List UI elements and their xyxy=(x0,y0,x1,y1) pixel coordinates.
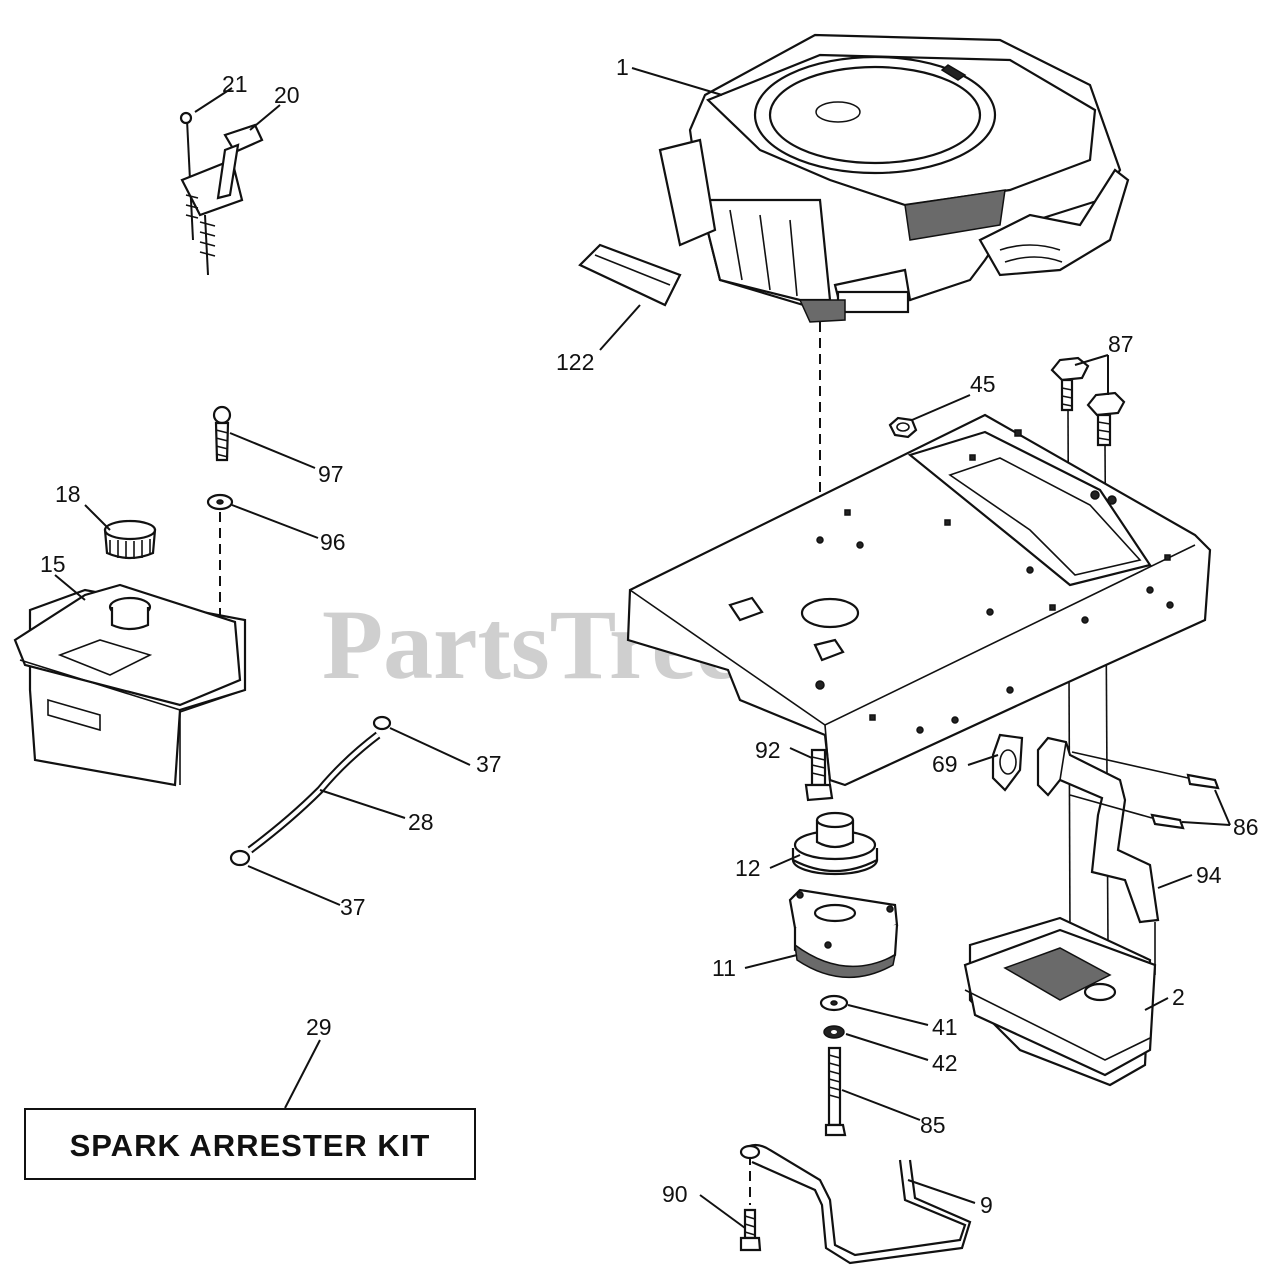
callout-97: 97 xyxy=(318,461,344,487)
bolt-part-92[interactable] xyxy=(804,748,834,802)
callout-28: 28 xyxy=(408,809,434,835)
callout-41: 41 xyxy=(932,1014,958,1040)
callout-92: 92 xyxy=(755,737,781,763)
callout-90: 90 xyxy=(662,1181,688,1207)
callout-2: 2 xyxy=(1172,984,1185,1010)
callout-11: 11 xyxy=(712,955,736,981)
spark-arrester-kit-label: SPARK ARRESTER KIT xyxy=(70,1128,431,1163)
callout-122: 122 xyxy=(556,349,594,375)
leader-lines xyxy=(54,67,1231,1229)
bolt-part-85[interactable] xyxy=(824,1046,847,1137)
pulley-part-12[interactable] xyxy=(791,811,879,876)
callout-21: 21 xyxy=(222,71,248,97)
screw-line-b xyxy=(1069,794,1153,819)
screw-part-86-b[interactable] xyxy=(1150,813,1185,830)
screw-part-86-a[interactable] xyxy=(1186,773,1220,790)
knob-bolt-part-87-b[interactable] xyxy=(1086,391,1126,447)
callout-20: 20 xyxy=(274,82,300,108)
callout-96: 96 xyxy=(320,529,346,555)
callout-69: 69 xyxy=(932,751,958,777)
hose-clamp-part-37-top[interactable] xyxy=(372,715,392,731)
callout-42: 42 xyxy=(932,1050,958,1076)
spark-arrester-kit-box[interactable]: SPARK ARRESTER KIT xyxy=(24,1108,476,1180)
tank-washer-part-96[interactable] xyxy=(206,493,234,511)
knob-bolt-part-87-a[interactable] xyxy=(1050,356,1090,412)
callout-labels: 1 21 20 122 87 45 97 18 96 15 37 28 37 9… xyxy=(40,54,1259,1218)
washer-part-41[interactable] xyxy=(819,994,849,1012)
gasket-part-69[interactable] xyxy=(991,733,1024,792)
callout-37-bottom: 37 xyxy=(340,894,366,920)
callout-1: 1 xyxy=(616,54,629,80)
tank-screw-part-97[interactable] xyxy=(212,405,232,462)
hose-clamp-part-37-bottom[interactable] xyxy=(229,849,251,867)
washer-part-42[interactable] xyxy=(823,1025,845,1039)
callout-94: 94 xyxy=(1196,862,1222,888)
callout-86: 86 xyxy=(1233,814,1259,840)
callout-18: 18 xyxy=(55,481,81,507)
hose-part-122[interactable] xyxy=(578,243,682,307)
fuel-tank-part-15[interactable] xyxy=(13,583,247,787)
fuel-cap-part-18[interactable] xyxy=(103,519,157,560)
muffler-part-2[interactable] xyxy=(963,916,1157,1087)
screw-line-a xyxy=(1071,751,1189,779)
bracket-part-9[interactable] xyxy=(739,1143,972,1265)
callout-15: 15 xyxy=(40,551,66,577)
callout-45: 45 xyxy=(970,371,996,397)
nut-part-45[interactable] xyxy=(888,416,918,439)
callout-87: 87 xyxy=(1108,331,1134,357)
callout-85: 85 xyxy=(920,1112,946,1138)
exhaust-pipe-part-94[interactable] xyxy=(1036,736,1160,924)
engine-part[interactable] xyxy=(658,33,1130,323)
mounting-plate[interactable] xyxy=(626,413,1212,787)
callout-12: 12 xyxy=(735,855,761,881)
callout-29: 29 xyxy=(306,1014,332,1040)
callout-37-top: 37 xyxy=(476,751,502,777)
clutch-part-11[interactable] xyxy=(788,888,899,979)
callout-9: 9 xyxy=(980,1192,993,1218)
bolt-part-90[interactable] xyxy=(739,1208,762,1252)
fuel-line-part-28[interactable] xyxy=(247,731,381,854)
throttle-bracket-part[interactable] xyxy=(179,111,264,276)
